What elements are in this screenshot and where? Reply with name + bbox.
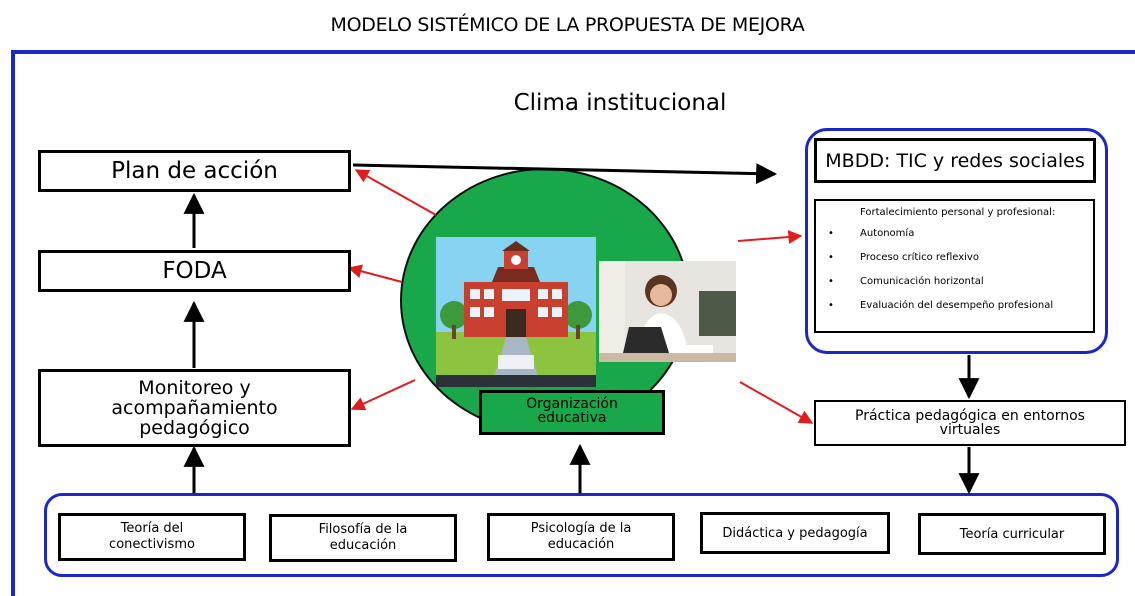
school-image <box>436 237 596 387</box>
organizacion-label: Organización educativa <box>526 396 618 426</box>
practica-box: Práctica pedagógica en entornos virtuale… <box>814 400 1126 446</box>
foundation-box-conectivismo: Teoría del conectivismo <box>58 513 246 561</box>
fortalecimiento-item: Proceso crítico reflexivo <box>824 246 1087 270</box>
practica-label: Práctica pedagógica en entornos virtuale… <box>855 408 1085 438</box>
foda-label: FODA <box>162 258 227 284</box>
foundation-label: Teoría curricular <box>959 526 1065 542</box>
monitoreo-label: Monitoreo y acompañamiento pedagógico <box>111 377 278 439</box>
foda-box: FODA <box>38 250 351 292</box>
foundation-label: Filosofía de la educación <box>318 522 408 553</box>
foundation-box-curricular: Teoría curricular <box>918 513 1106 555</box>
clima-label: Clima institucional <box>513 90 727 116</box>
foundation-label: Teoría del conectivismo <box>109 521 195 552</box>
foundation-box-didactica: Didáctica y pedagogía <box>700 512 890 554</box>
teacher-image <box>599 261 736 362</box>
foundation-label: Didáctica y pedagogía <box>722 525 868 541</box>
fortalecimiento-list: Autonomía Proceso crítico reflexivo Comu… <box>824 222 1087 318</box>
frame-left-border <box>11 50 15 596</box>
fortalecimiento-heading: Fortalecimiento personal y profesional: <box>860 207 1056 218</box>
fortalecimiento-item: Autonomía <box>824 222 1087 246</box>
plan-de-accion-label: Plan de acción <box>111 158 278 184</box>
mbdd-box: MBDD: TIC y redes sociales <box>814 138 1096 183</box>
fortalecimiento-box: Fortalecimiento personal y profesional: … <box>814 199 1095 333</box>
right-group-frame <box>805 128 1108 354</box>
foundation-box-filosofia: Filosofía de la educación <box>269 514 457 562</box>
fortalecimiento-item: Comunicación horizontal <box>824 270 1087 294</box>
frame-top-border <box>11 50 1135 54</box>
diagram-title: MODELO SISTÉMICO DE LA PROPUESTA DE MEJO… <box>330 14 805 36</box>
mbdd-label: MBDD: TIC y redes sociales <box>825 149 1085 172</box>
monitoreo-box: Monitoreo y acompañamiento pedagógico <box>38 369 351 447</box>
bottom-group-frame <box>44 493 1119 577</box>
organizacion-box: Organización educativa <box>479 390 665 435</box>
foundation-label: Psicología de la educación <box>530 521 632 552</box>
fortalecimiento-item: Evaluación del desempeño profesional <box>824 294 1087 318</box>
plan-de-accion-box: Plan de acción <box>38 150 351 192</box>
foundation-box-psicologia: Psicología de la educación <box>487 513 675 561</box>
